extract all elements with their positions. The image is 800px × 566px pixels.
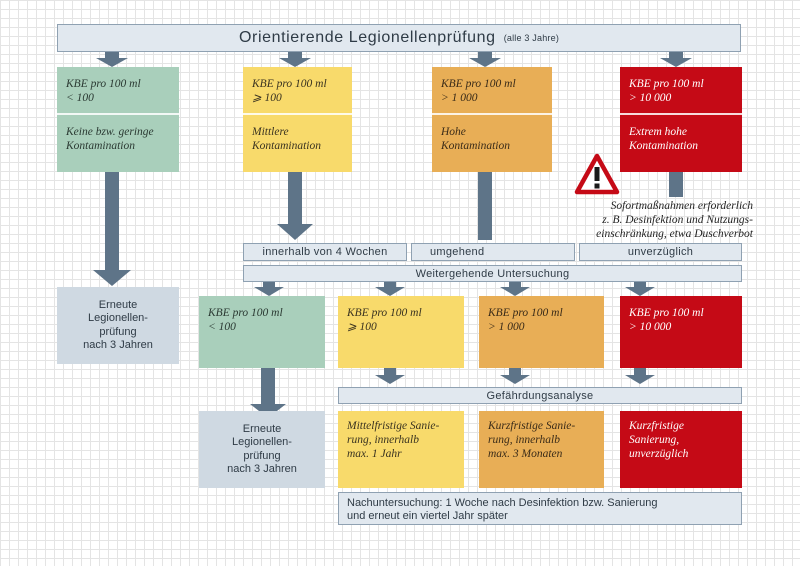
title-bar: Orientierende Legionellenprüfung (alle 3…: [57, 24, 741, 52]
timing-4-weeks: innerhalb von 4 Wochen: [243, 243, 407, 261]
arrow-green-to-retest: [93, 172, 131, 286]
warning-line: Sofortmaßnahmen erforderlich: [610, 200, 753, 212]
result-text: Mittlere: [252, 126, 289, 138]
retest-box: Erneute Legionellen- prüfung nach 3 Jahr…: [57, 287, 179, 364]
warning-text: Sofortmaßnahmen erforderlich z. B. Desin…: [560, 199, 753, 241]
title-text: Orientierende Legionellenprüfung: [238, 29, 496, 46]
arrow-yellow2-to-ga: [375, 368, 405, 384]
threshold-value: ⩾ 100: [347, 321, 377, 333]
kbe-label: KBE pro 100 ml: [441, 78, 516, 90]
action-box-extreme: Kurzfristige Sanierung, unverzüglich: [620, 411, 742, 488]
retest-line: nach 3 Jahren: [83, 339, 153, 351]
title-note: (alle 3 Jahre): [503, 33, 560, 43]
arrow-yellow-to-timing: [277, 172, 313, 240]
followup-line: und erneut ein viertel Jahr später: [347, 510, 508, 522]
arrow-title-to-yellow: [279, 52, 311, 67]
timing-immediate: umgehend: [411, 243, 575, 261]
kbe-label: KBE pro 100 ml: [629, 78, 704, 90]
arrow-wu-to-orange2: [500, 282, 530, 296]
arrow-orange2-to-ga: [500, 368, 530, 384]
result2-box-medium: KBE pro 100 ml ⩾ 100: [338, 296, 464, 368]
kbe-label: KBE pro 100 ml: [488, 307, 563, 319]
action-box-medium: Mittelfristige Sanie- rung, innerhalb ma…: [338, 411, 464, 488]
result-text: Kontamination: [441, 140, 511, 152]
action-line: Mittelfristige Sanie-: [347, 420, 440, 432]
kbe-label: KBE pro 100 ml: [208, 307, 283, 319]
kbe-label: KBE pro 100 ml: [66, 78, 141, 90]
action-line: Kurzfristige Sanie-: [488, 420, 576, 432]
further-investigation-bar: Weitergehende Untersuchung: [243, 265, 742, 282]
result-text: Kontamination: [252, 140, 322, 152]
arrow-title-to-green: [96, 52, 128, 67]
arrow-red2-to-ga: [625, 368, 655, 384]
box-divider: [432, 113, 552, 115]
followup-line: Nachuntersuchung: 1 Woche nach Desinfekt…: [347, 497, 658, 509]
arrow-wu-to-red2: [625, 282, 655, 296]
action-line: max. 1 Jahr: [347, 448, 402, 460]
warning-line: z. B. Desinfektion und Nutzungs-: [602, 214, 753, 226]
threshold-value: > 1 000: [488, 321, 525, 333]
action-line: Sanierung,: [629, 434, 680, 446]
action-line: max. 3 Monaten: [488, 448, 563, 460]
box-divider: [57, 113, 179, 115]
retest-line: Legionellen-: [88, 312, 148, 324]
threshold-value: > 1 000: [441, 92, 478, 104]
result-text: Keine bzw. geringe: [66, 126, 154, 138]
followup-note: Nachuntersuchung: 1 Woche nach Desinfekt…: [338, 492, 742, 525]
threshold-value: < 100: [208, 321, 236, 333]
retest-line: nach 3 Jahren: [227, 463, 297, 475]
action-box-high: Kurzfristige Sanie- rung, innerhalb max.…: [479, 411, 604, 488]
result-box-high: KBE pro 100 ml > 1 000 Hohe Kontaminatio…: [432, 67, 552, 172]
kbe-label: KBE pro 100 ml: [252, 78, 327, 90]
kbe-label: KBE pro 100 ml: [347, 307, 422, 319]
result-text: Kontamination: [66, 140, 136, 152]
arrow-orange-to-timing: [478, 172, 492, 240]
result2-box-high: KBE pro 100 ml > 1 000: [479, 296, 604, 368]
timing-urgent: unverzüglich: [579, 243, 742, 261]
risk-analysis-bar: Gefährdungsanalyse: [338, 387, 742, 404]
retest-line: prüfung: [243, 449, 281, 462]
action-line: Kurzfristige: [629, 420, 684, 432]
action-line: rung, innerhalb: [488, 434, 560, 446]
retest-line: Erneute: [242, 422, 282, 435]
result-box-extreme: KBE pro 100 ml > 10 000 Extrem hohe Kont…: [620, 67, 742, 172]
result-text: Hohe: [441, 126, 466, 138]
result2-box-extreme: KBE pro 100 ml > 10 000: [620, 296, 742, 368]
result2-box-low: KBE pro 100 ml < 100: [199, 296, 325, 368]
threshold-value: > 10 000: [629, 92, 672, 104]
result-box-medium: KBE pro 100 ml ⩾ 100 Mittlere Kontaminat…: [243, 67, 352, 172]
action-line: unverzüglich: [629, 448, 689, 460]
retest-line: Erneute: [98, 298, 138, 311]
threshold-value: > 10 000: [629, 321, 672, 333]
box-divider: [243, 113, 352, 115]
arrow-wu-to-green2: [254, 282, 284, 296]
action-line: rung, innerhalb: [347, 434, 419, 446]
threshold-value: ⩾ 100: [252, 92, 282, 104]
arrow-title-to-orange: [469, 52, 501, 67]
warning-line: einschränkung, etwa Duschverbot: [596, 228, 753, 240]
arrow-wu-to-yellow2: [375, 282, 405, 296]
box-divider: [620, 113, 742, 115]
result-box-low: KBE pro 100 ml < 100 Keine bzw. geringe …: [57, 67, 179, 172]
arrow-red-to-warning: [669, 172, 683, 197]
result-text: Kontamination: [629, 140, 699, 152]
retest-line: prüfung: [99, 325, 137, 338]
retest-box-2: Erneute Legionellen- prüfung nach 3 Jahr…: [199, 411, 325, 488]
warning-triangle-icon: [574, 153, 620, 195]
threshold-value: < 100: [66, 92, 94, 104]
result-text: Extrem hohe: [629, 126, 688, 138]
arrow-title-to-red: [660, 52, 692, 67]
retest-line: Legionellen-: [232, 436, 292, 448]
kbe-label: KBE pro 100 ml: [629, 307, 704, 319]
